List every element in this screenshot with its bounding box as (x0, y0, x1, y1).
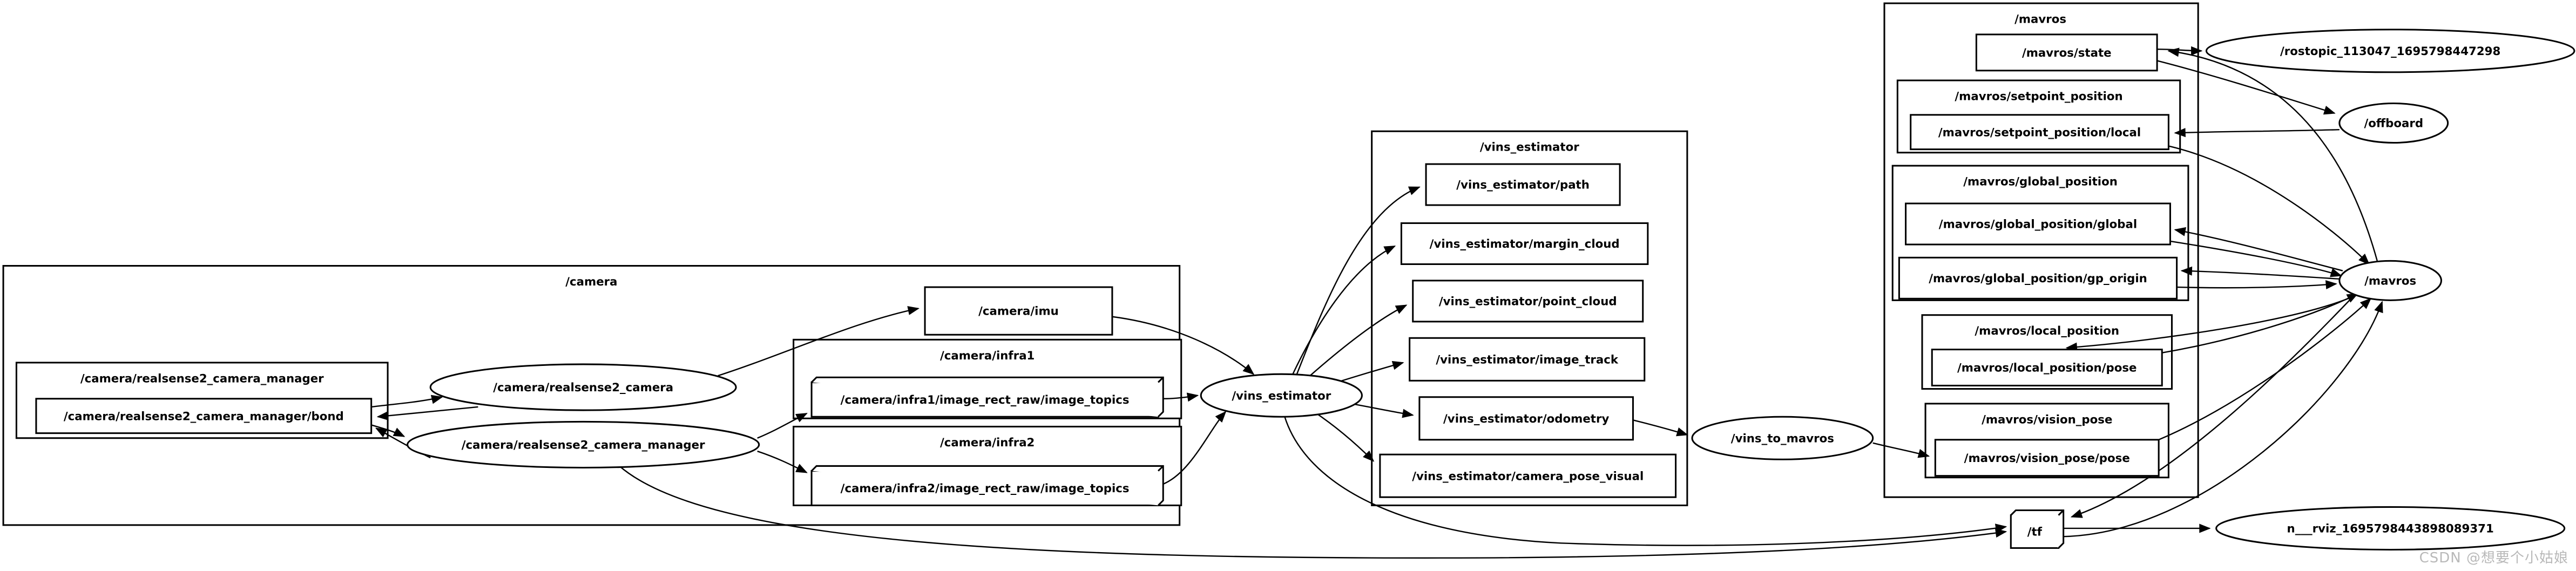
edge-mavros-state-to-offboard (2156, 60, 2336, 115)
edge-local-pose-to-mavros-node (2162, 293, 2359, 354)
edge-vins-estimator-to-tf (1284, 416, 2007, 546)
node-label-vins-image-track: /vins_estimator/image_track (1436, 353, 1618, 366)
edge-realsense2-camera-manager-to-infra1-topics (757, 413, 808, 439)
cluster-label-camera: /camera (565, 275, 617, 289)
node-label-rostopic: /rostopic_113047_1695798447298 (2280, 45, 2500, 58)
node-realsense2-camera: /camera/realsense2_camera (429, 363, 737, 411)
node-layer: /camera/realsense2_camera_manager/bond/c… (35, 29, 2575, 550)
node-rostopic: /rostopic_113047_1695798447298 (2205, 29, 2575, 73)
edge-mavros-node-to-gp-origin (2180, 266, 2340, 280)
node-label-vins-odometry: /vins_estimator/odometry (1443, 412, 1609, 426)
node-camera-imu: /camera/imu (924, 286, 1113, 336)
edge-vins-estimator-to-vins-camera-pose-visual (1309, 408, 1375, 462)
cluster-label-local-pos: /mavros/local_position (1975, 324, 2119, 338)
node-label-realsense2-camera-manager: /camera/realsense2_camera_manager (462, 439, 705, 452)
node-realsense2-camera-manager: /camera/realsense2_camera_manager (407, 420, 760, 468)
edge-setpoint-local-to-mavros-node (2168, 145, 2370, 265)
node-vins-margin-cloud: /vins_estimator/margin_cloud (1400, 222, 1649, 265)
node-vins-image-track: /vins_estimator/image_track (1409, 337, 1646, 382)
node-label-camera-imu: /camera/imu (978, 305, 1059, 318)
node-vins-path: /vins_estimator/path (1425, 163, 1621, 206)
cluster-label-infra1: /camera/infra1 (940, 349, 1035, 363)
node-vins-camera-pose-visual: /vins_estimator/camera_pose_visual (1379, 453, 1677, 498)
node-label-setpoint-local: /mavros/setpoint_position/local (1938, 126, 2141, 139)
node-vins-point-cloud: /vins_estimator/point_cloud (1412, 280, 1644, 323)
node-infra2-topics: /camera/infra2/image_rect_raw/image_topi… (810, 465, 1164, 506)
edge-mavros-node-to-mavros-state (2167, 47, 2378, 261)
node-label-offboard: /offboard (2364, 117, 2423, 131)
node-label-infra1-topics: /camera/infra1/image_rect_raw/image_topi… (841, 393, 1130, 407)
node-label-local-pose: /mavros/local_position/pose (1957, 362, 2136, 375)
node-label-global-global: /mavros/global_position/global (1939, 218, 2137, 232)
cluster-label-infra2: /camera/infra2 (940, 436, 1035, 450)
node-label-bond: /camera/realsense2_camera_manager/bond (64, 410, 344, 423)
cluster-label-camera-manager: /camera/realsense2_camera_manager (80, 372, 324, 385)
edge-realsense2-camera-manager-to-infra2-topics (757, 450, 808, 473)
node-offboard: /offboard (2338, 103, 2449, 144)
node-rviz: n___rviz_1695798443898089371 (2215, 506, 2566, 550)
edge-vins-estimator-to-vins-margin-cloud (1290, 245, 1396, 378)
node-label-vision-pose-pose: /mavros/vision_pose/pose (1964, 452, 2130, 465)
node-label-vins-margin-cloud: /vins_estimator/margin_cloud (1430, 237, 1620, 251)
node-label-vins-path: /vins_estimator/path (1456, 179, 1590, 192)
node-label-mavros-state: /mavros/state (2022, 46, 2112, 60)
cluster-label-global-pos: /mavros/global_position (1963, 175, 2118, 189)
node-vins-estimator: /vins_estimator (1200, 373, 1363, 418)
node-label-gp-origin: /mavros/global_position/gp_origin (1929, 272, 2147, 286)
node-setpoint-local: /mavros/setpoint_position/local (1910, 114, 2169, 151)
cluster-label-mavros: /mavros (2014, 13, 2066, 26)
node-label-realsense2-camera: /camera/realsense2_camera (493, 381, 673, 395)
edge-offboard-to-setpoint-local (2174, 128, 2340, 138)
edge-realsense2-camera-to-bond (376, 406, 478, 420)
edge-bond-to-realsense2-camera (371, 395, 443, 408)
edge-infra2-topics-to-vins-estimator (1162, 411, 1227, 485)
edge-camera-imu-to-vins-estimator (1112, 316, 1255, 375)
node-bond: /camera/realsense2_camera_manager/bond (35, 398, 373, 434)
edge-bond-to-realsense2-camera-manager (371, 424, 405, 437)
cluster-layer: /camera/camera/realsense2_camera_manager… (2, 2, 2199, 526)
edge-vins-odometry-to-vins-to-mavros (1633, 419, 1688, 437)
node-local-pose: /mavros/local_position/pose (1931, 349, 2163, 386)
edge-layer (371, 46, 2383, 559)
cluster-label-vision-pose: /mavros/vision_pose (1982, 413, 2112, 426)
cluster-label-vins: /vins_estimator (1480, 141, 1579, 154)
edge-tf-to-mavros-node (2063, 301, 2383, 538)
node-mavros-node: /mavros (2338, 260, 2443, 301)
node-tf: /tf (2010, 509, 2065, 549)
node-label-vins-to-mavros: /vins_to_mavros (1731, 432, 1834, 445)
edge-infra1-topics-to-vins-estimator (1163, 392, 1199, 402)
edge-vision-pose-pose-to-mavros-node (2158, 297, 2372, 440)
node-label-vins-camera-pose-visual: /vins_estimator/camera_pose_visual (1412, 470, 1644, 483)
node-label-vins-point-cloud: /vins_estimator/point_cloud (1439, 295, 1617, 308)
csdn-watermark: CSDN @想要个小姑娘 (2419, 550, 2568, 566)
node-label-rviz: n___rviz_1695798443898089371 (2287, 522, 2494, 536)
edge-gp-origin-to-mavros-node (2176, 280, 2337, 290)
edge-global-global-to-mavros-node (2170, 240, 2342, 277)
node-vins-odometry: /vins_estimator/odometry (1418, 396, 1634, 441)
edge-mavros-state-to-rostopic (2157, 46, 2203, 56)
node-mavros-state: /mavros/state (1975, 33, 2158, 72)
edge-vins-to-mavros-to-vision-pose-pose (1872, 442, 1930, 458)
node-vision-pose-pose: /mavros/vision_pose/pose (1934, 439, 2160, 477)
node-label-tf: /tf (2027, 526, 2043, 539)
edge-realsense2-camera-to-camera-imu (718, 306, 919, 377)
node-label-vins-estimator: /vins_estimator (1232, 389, 1331, 403)
node-global-global: /mavros/global_position/global (1905, 202, 2171, 246)
edge-mavros-node-to-local-pose (2065, 295, 2356, 352)
edge-mavros-node-to-global-global (2174, 227, 2343, 271)
node-gp-origin: /mavros/global_position/gp_origin (1898, 256, 2178, 300)
cluster-label-setpoint: /mavros/setpoint_position (1955, 90, 2122, 103)
node-vins-to-mavros: /vins_to_mavros (1691, 416, 1874, 460)
edge-vins-estimator-to-vins-point-cloud (1304, 304, 1408, 382)
node-label-mavros-node: /mavros (2364, 274, 2416, 288)
edge-vins-estimator-to-vins-path (1295, 186, 1421, 376)
edge-realsense2-camera-manager-to-tf (619, 465, 2007, 559)
node-infra1-topics: /camera/infra1/image_rect_raw/image_topi… (810, 376, 1164, 418)
node-label-infra2-topics: /camera/infra2/image_rect_raw/image_topi… (841, 482, 1130, 495)
edge-mavros-node-to-tf (2070, 295, 2355, 518)
